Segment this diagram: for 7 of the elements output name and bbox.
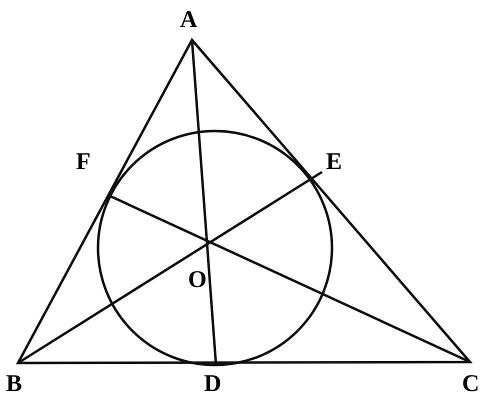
point-label: O — [188, 268, 207, 292]
point-label: E — [326, 150, 342, 174]
point-label: C — [462, 372, 480, 396]
point-label: F — [76, 150, 91, 174]
point-label: D — [204, 372, 222, 396]
point-label: B — [6, 372, 22, 396]
point-label: A — [180, 8, 198, 32]
